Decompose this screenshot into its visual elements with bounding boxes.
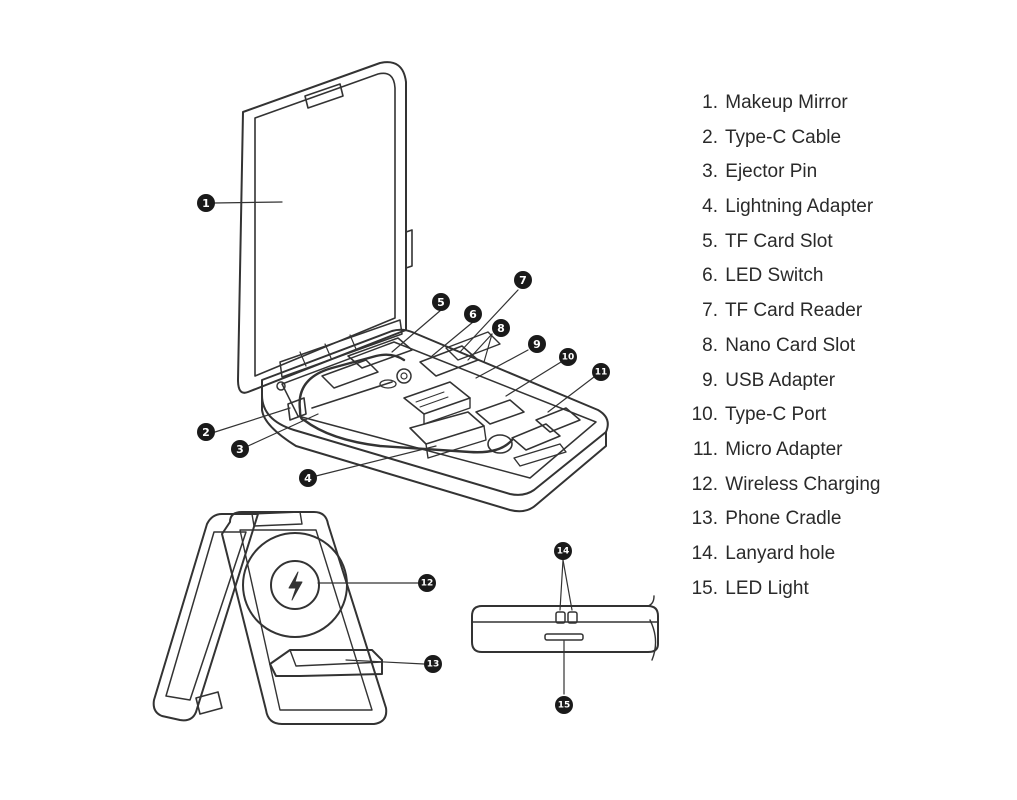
legend-label: Micro Adapter — [725, 438, 843, 460]
legend-label: USB Adapter — [725, 369, 836, 391]
callout-badge-6 — [464, 305, 482, 323]
legend-number: 4. — [702, 196, 718, 218]
parts-legend: 1. Makeup Mirror 2. Type-C Cable 3. Ejec… — [683, 86, 881, 606]
callout-number-8: 8 — [497, 322, 505, 335]
callout-number-13: 13 — [427, 660, 440, 670]
legend-label: TF Card Reader — [724, 300, 863, 322]
callout-badge-7 — [514, 271, 532, 289]
callout-number-11: 11 — [595, 368, 608, 378]
callout-badge-1 — [197, 194, 215, 212]
callout-badge-3 — [231, 440, 249, 458]
mirror-surface — [254, 72, 396, 377]
legend-label: LED Light — [725, 577, 809, 599]
legend-number: 5. — [702, 230, 718, 252]
callout-badge-15 — [555, 696, 573, 714]
legend-number: 14. — [691, 542, 718, 564]
stand-front-panel — [221, 511, 388, 725]
leader-lines — [213, 201, 595, 695]
callout-badge-13 — [424, 655, 442, 673]
callout-number-9: 9 — [533, 338, 541, 351]
legend-item: 12. Wireless Charging — [683, 468, 881, 503]
legend-item: 9. USB Adapter — [683, 364, 881, 399]
legend-item: 6. LED Switch — [683, 259, 881, 294]
legend-label: LED Switch — [725, 265, 824, 287]
callout-number-6: 6 — [469, 308, 477, 321]
stand-view-illustration — [152, 511, 388, 725]
legend-number: 12. — [691, 473, 718, 495]
callout-badge-11 — [592, 363, 610, 381]
legend-number: 3. — [702, 161, 718, 183]
legend-label: Wireless Charging — [725, 473, 881, 495]
callout-badge-14 — [554, 542, 572, 560]
side-view-illustration — [471, 595, 659, 661]
legend-number: 8. — [702, 334, 718, 356]
legend-number: 13. — [691, 508, 718, 530]
legend-label: Nano Card Slot — [725, 334, 856, 356]
legend-label: Ejector Pin — [725, 161, 818, 183]
legend-number: 6. — [702, 265, 718, 287]
legend-item: 4. Lightning Adapter — [683, 190, 881, 225]
callout-number-2: 2 — [202, 426, 210, 439]
lightning-adapter — [409, 411, 485, 445]
legend-label: Type-C Port — [724, 404, 827, 426]
callout-badge-5 — [432, 293, 450, 311]
callout-number-1: 1 — [202, 197, 210, 210]
legend-label: Lightning Adapter — [725, 196, 874, 218]
callout-number-4: 4 — [304, 472, 312, 485]
bolt-icon — [288, 571, 303, 601]
callout-number-15: 15 — [558, 701, 571, 711]
callout-badge-2 — [197, 423, 215, 441]
legend-number: 9. — [702, 369, 718, 391]
case-base — [261, 328, 609, 496]
legend-label: TF Card Slot — [724, 230, 833, 252]
legend-number: 15. — [691, 577, 718, 599]
device-side — [471, 605, 659, 653]
legend-item: 7. TF Card Reader — [683, 294, 881, 329]
callout-number-10: 10 — [562, 353, 575, 363]
callout-badge-9 — [528, 335, 546, 353]
callout-number-12: 12 — [421, 579, 434, 589]
callout-badge-4 — [299, 469, 317, 487]
legend-label: Makeup Mirror — [725, 92, 848, 113]
legend-item: 3. Ejector Pin — [683, 155, 881, 190]
callout-badge-8 — [492, 319, 510, 337]
legend-label: Type-C Cable — [724, 126, 842, 148]
mirror-lid — [237, 61, 407, 394]
legend-item: 15. LED Light — [683, 572, 881, 607]
callout-badge-12 — [418, 574, 436, 592]
callout-number-3: 3 — [236, 443, 244, 456]
phone-cradle — [269, 649, 383, 677]
callout-number-14: 14 — [557, 547, 570, 557]
legend-number: 7. — [702, 300, 718, 322]
legend-label: Lanyard hole — [725, 542, 836, 564]
callout-number-5: 5 — [437, 296, 445, 309]
open-case-illustration — [237, 61, 609, 513]
legend-item: 1. Makeup Mirror — [683, 86, 881, 121]
legend-number: 10. — [691, 404, 718, 426]
legend-number: 11. — [692, 438, 718, 460]
legend-item: 13. Phone Cradle — [683, 502, 881, 537]
legend-number: 2. — [702, 126, 718, 148]
legend-item: 2. Type-C Cable — [683, 121, 881, 156]
legend-item: 8. Nano Card Slot — [683, 329, 881, 364]
legend-item: 5. TF Card Slot — [683, 225, 881, 260]
legend-label: Phone Cradle — [725, 508, 842, 530]
callout-number-7: 7 — [519, 274, 527, 287]
legend-item: 14. Lanyard hole — [683, 537, 881, 572]
wireless-charging-pad — [242, 532, 348, 638]
legend-item: 11. Micro Adapter — [683, 433, 881, 468]
usb-adapter — [403, 381, 471, 415]
callout-badge-10 — [559, 348, 577, 366]
legend-number: 1. — [702, 92, 718, 113]
legend-item: 10. Type-C Port — [683, 398, 881, 433]
